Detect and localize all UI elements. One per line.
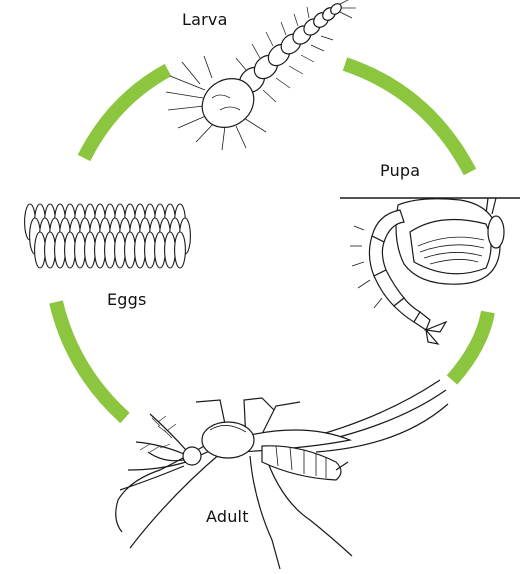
egg bbox=[145, 232, 156, 268]
egg bbox=[75, 232, 86, 268]
egg bbox=[85, 232, 96, 268]
egg bbox=[115, 232, 126, 268]
eggs-illustration bbox=[25, 204, 191, 268]
egg bbox=[175, 232, 186, 268]
cycle-arc-eggs-to-larva bbox=[84, 70, 168, 158]
cycle-arc-adult-to-eggs bbox=[56, 302, 125, 418]
egg bbox=[105, 232, 116, 268]
egg bbox=[55, 232, 66, 268]
cycle-arc-larva-to-pupa bbox=[345, 64, 470, 172]
adult-label: Adult bbox=[206, 507, 249, 526]
egg bbox=[135, 232, 146, 268]
egg bbox=[95, 232, 106, 268]
egg bbox=[45, 232, 56, 268]
eggs-label: Eggs bbox=[107, 290, 147, 309]
egg bbox=[155, 232, 166, 268]
cycle-arc-pupa-to-adult bbox=[452, 312, 488, 380]
egg bbox=[125, 232, 136, 268]
pupa-label: Pupa bbox=[380, 161, 420, 180]
egg bbox=[165, 232, 176, 268]
adult-mosquito-illustration bbox=[116, 380, 448, 569]
larva-label: Larva bbox=[182, 10, 228, 29]
egg bbox=[35, 232, 46, 268]
egg bbox=[65, 232, 76, 268]
